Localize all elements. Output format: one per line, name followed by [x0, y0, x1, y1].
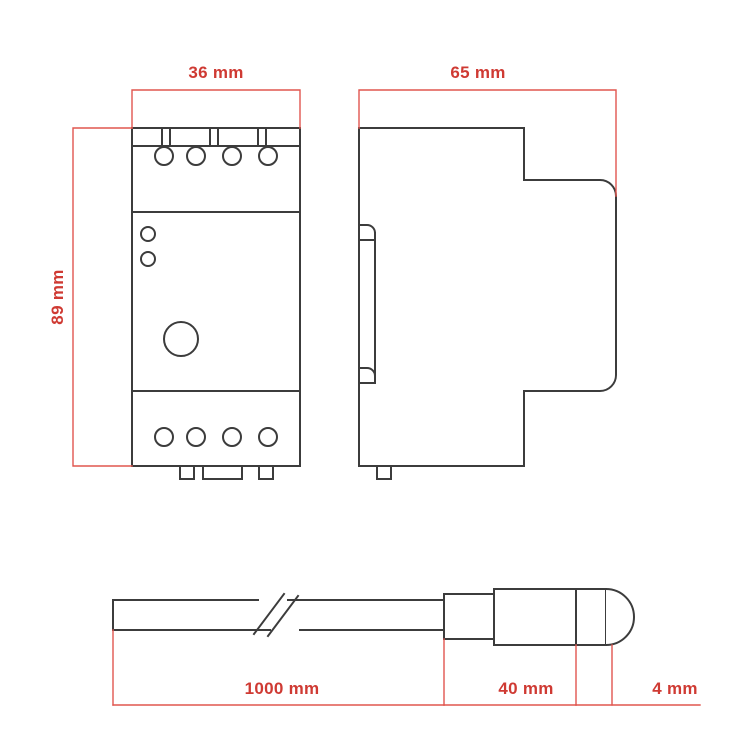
- front-view-top-terminal-strip: [131, 127, 301, 147]
- dimension-depth-65mm: 65 mm: [358, 63, 617, 197]
- adjustment-knob: [163, 321, 199, 357]
- side-view-body-outline: [358, 127, 617, 467]
- side-view-bottom-tab: [376, 465, 392, 480]
- probe-body: [493, 588, 577, 646]
- probe-tip-cap: [604, 587, 635, 647]
- dimension-depth-label: 65 mm: [450, 63, 505, 82]
- dimension-cable-label: 1000 mm: [245, 679, 320, 698]
- side-view: [358, 127, 617, 480]
- dimension-height-label: 89 mm: [48, 269, 67, 324]
- terminal-hole-bottom-4: [258, 427, 278, 447]
- dimension-probe-label: 40 mm: [498, 679, 553, 698]
- terminal-hole-bottom-3: [222, 427, 242, 447]
- terminal-hole-top-1: [154, 146, 174, 166]
- dimension-tip-4mm: 4 mm: [575, 644, 701, 706]
- dimension-height-89mm: 89 mm: [48, 127, 133, 467]
- terminal-hole-bottom-1: [154, 427, 174, 447]
- din-clip-notch-lower: [358, 367, 376, 384]
- terminal-hole-top-2: [186, 146, 206, 166]
- dimension-width-bracket: [131, 89, 301, 129]
- cable-break-slash-1: [252, 592, 286, 636]
- dimension-width-36mm: 36 mm: [131, 63, 301, 129]
- probe-view: [112, 587, 635, 647]
- dimension-depth-bracket: [358, 89, 617, 197]
- terminal-hole-bottom-2: [186, 427, 206, 447]
- front-view: [131, 127, 301, 480]
- indicator-led-1: [140, 226, 156, 242]
- indicator-led-2: [140, 251, 156, 267]
- probe-collar: [443, 593, 495, 640]
- dimension-width-label: 36 mm: [188, 63, 243, 82]
- dimension-probe-40mm: 40 mm: [443, 644, 577, 706]
- dimension-tip-label: 4 mm: [652, 679, 698, 698]
- front-view-body-outline: [131, 127, 301, 467]
- dimension-height-bracket: [72, 127, 133, 467]
- front-view-bottom-tab-3: [258, 465, 274, 480]
- cable-break-slash-2: [266, 594, 300, 638]
- front-view-bottom-tab-1: [179, 465, 195, 480]
- front-view-bottom-tab-2: [202, 465, 243, 480]
- terminal-hole-top-3: [222, 146, 242, 166]
- terminal-hole-top-4: [258, 146, 278, 166]
- dimension-cable-1000mm: 1000 mm: [112, 629, 445, 706]
